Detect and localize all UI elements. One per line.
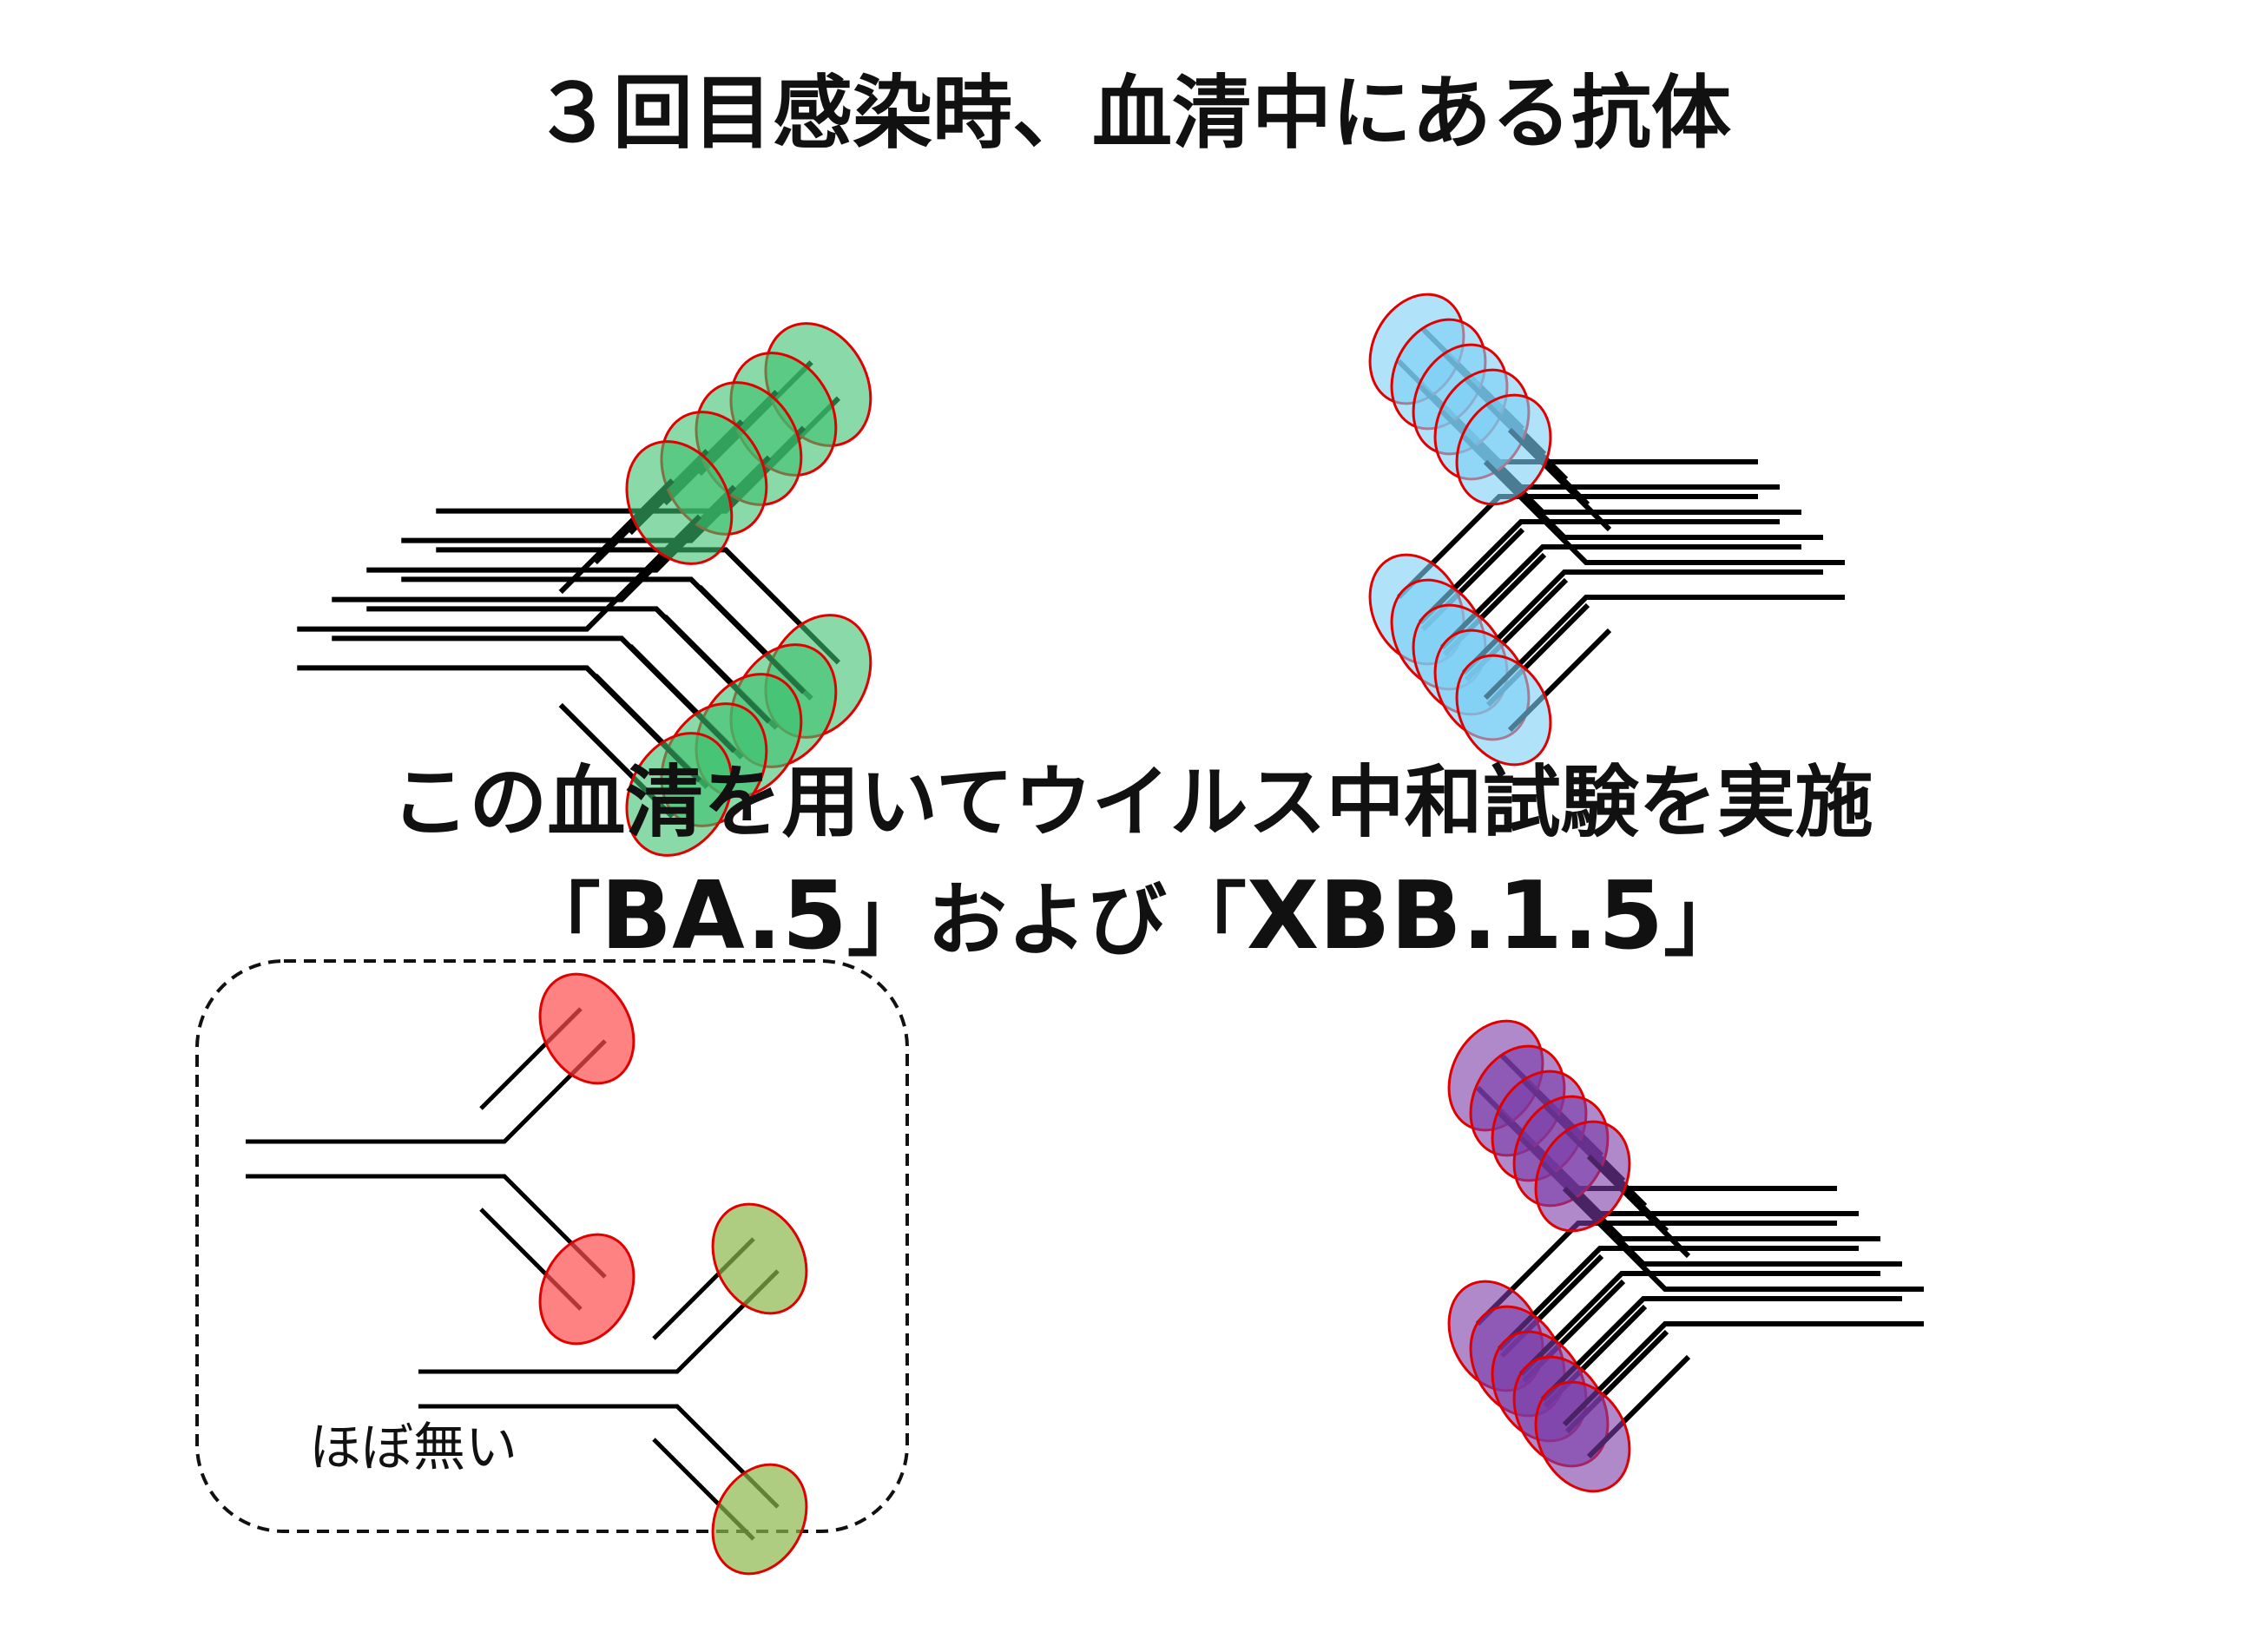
heavy-chain-lower [366, 606, 772, 724]
variant-xbb15: XBB.1.5 [1247, 862, 1663, 971]
antibody [297, 440, 734, 857]
bracket-close: 」 [847, 874, 927, 967]
antibody-olive [418, 1202, 808, 1576]
conjunction: および [927, 874, 1167, 967]
antibody-cluster-purple [1447, 1019, 1924, 1493]
bracket-close: 」 [1663, 874, 1743, 967]
antibody [1534, 1120, 1924, 1493]
heavy-chain-lower [401, 576, 807, 694]
bracket-open: 「 [1167, 874, 1247, 967]
bracket-open: 「 [521, 874, 601, 967]
antigen-binding-site-lower [1534, 1380, 1631, 1493]
antibody [1455, 393, 1845, 767]
antigen-binding-site-upper [1455, 393, 1552, 506]
antibody-red [246, 972, 635, 1346]
antigen-binding-site-lower [1455, 654, 1552, 767]
antigen-binding-site-upper [625, 440, 734, 565]
variants-line: 「BA.5」および「XBB.1.5」 [521, 862, 1743, 971]
antigen-binding-site-lower [711, 1463, 808, 1576]
heavy-chain-upper [297, 514, 702, 632]
heavy-chain-lower [332, 635, 737, 754]
antigen-binding-site-upper [1534, 1120, 1631, 1233]
antigen-binding-site-lower [538, 1233, 635, 1346]
box-note: ほぼ無い [309, 1418, 517, 1478]
dashed-box [195, 959, 909, 1533]
subtitle-neutralization-test: この血清を用いてウイルス中和試験を実施 [391, 757, 1873, 848]
antigen-binding-site-upper [711, 1202, 808, 1315]
variant-ba5: BA.5 [601, 862, 847, 971]
antibody [418, 1202, 808, 1576]
antigen-binding-site-lower [625, 732, 734, 857]
antibody [246, 972, 635, 1346]
antigen-binding-site-upper [538, 972, 635, 1085]
antibody-cluster-blue [1368, 293, 1845, 767]
heavy-chain-lower [436, 547, 841, 665]
antibody-cluster-green [297, 322, 872, 857]
title: ３回目感染時、血清中にある抗体 [533, 67, 1731, 160]
